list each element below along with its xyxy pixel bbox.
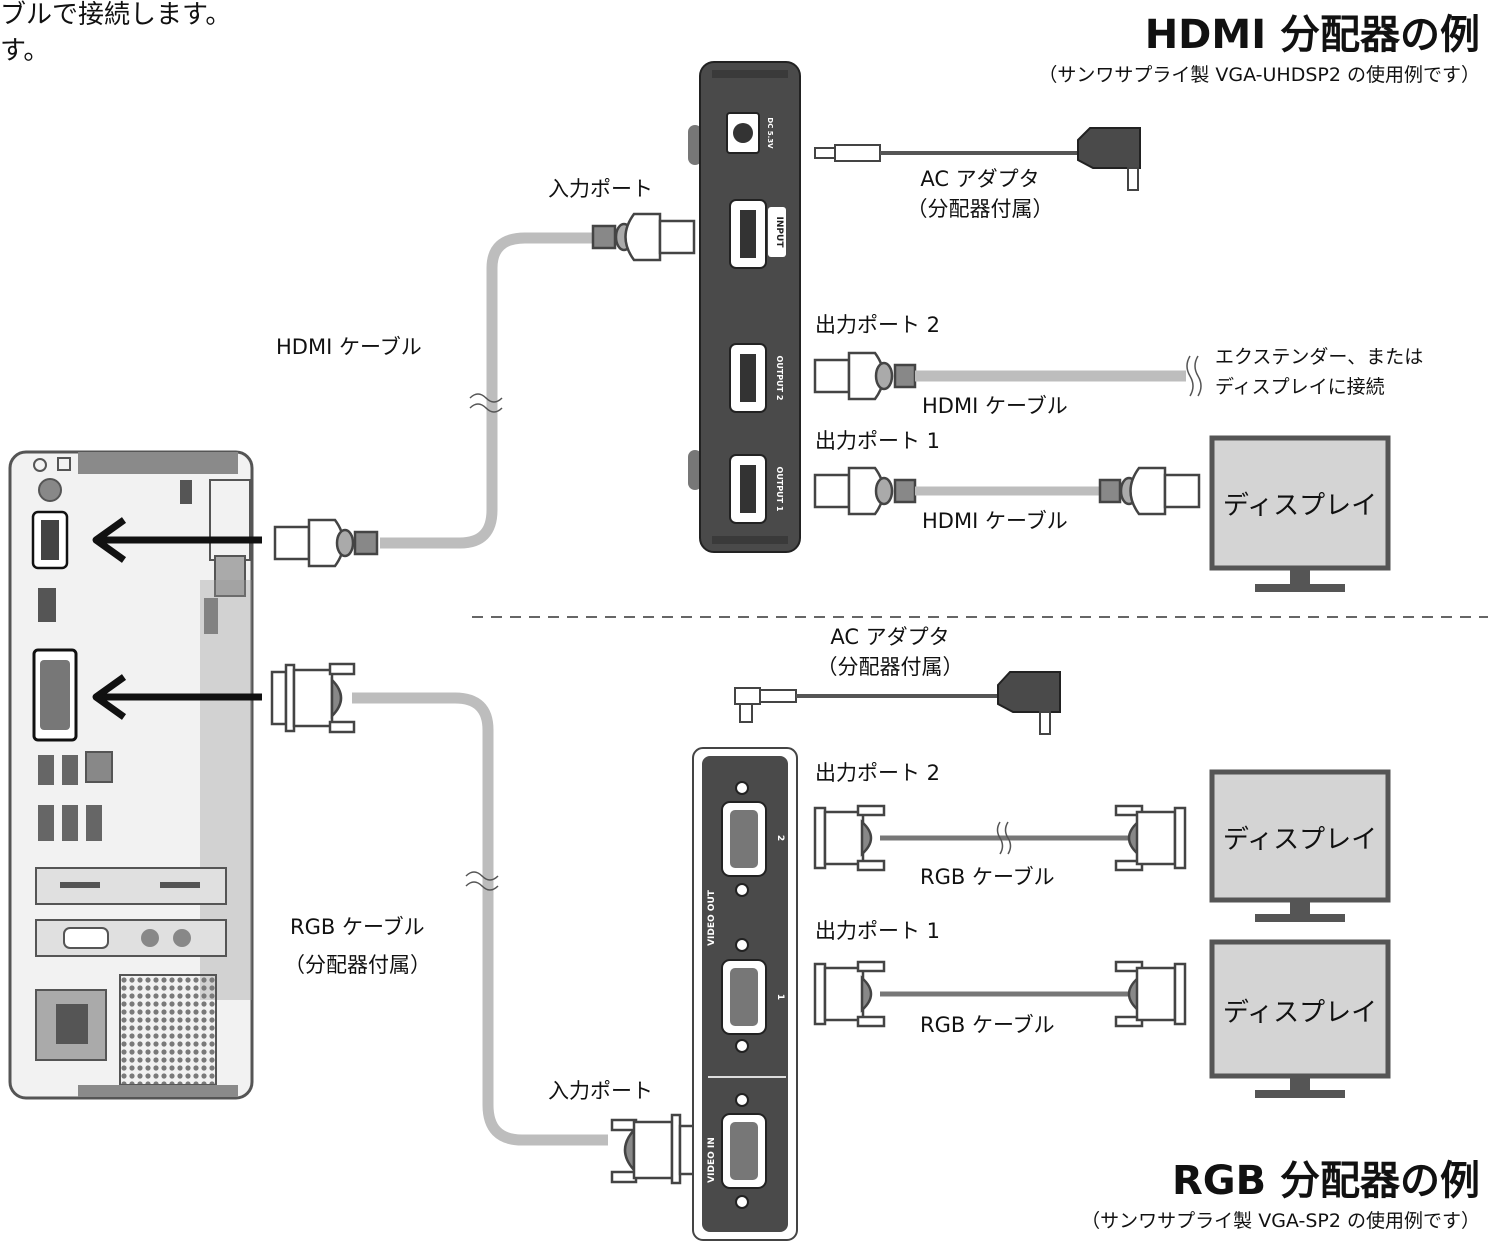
hdmi-cable-main: [380, 232, 592, 549]
cut-off-text-line-1: ブルで接続します。: [0, 0, 232, 30]
vga-plug-input: [610, 1113, 696, 1185]
output2-port-label: OUTPUT 2: [775, 356, 784, 401]
vga-plug-pc: [270, 662, 356, 734]
rgb-cable-note: （分配器付属）: [284, 953, 431, 977]
rgb-input-port-label: 入力ポート: [548, 1079, 653, 1103]
hdmi-cable-out2-label: HDMI ケーブル: [922, 394, 1068, 418]
extender-note-line-2: ディスプレイに接続: [1215, 376, 1385, 398]
rgb-port1-label: 1: [775, 994, 785, 1000]
hdmi-display-monitor: [1209, 435, 1391, 592]
hdmi-cable-label: HDMI ケーブル: [276, 335, 422, 359]
rgb-ac-adapter-note: （分配器付属）: [816, 655, 964, 679]
hdmi-title: HDMI 分配器の例: [1144, 12, 1480, 58]
cut-off-text-line-2: す。: [0, 36, 50, 66]
hdmi-cable-out1: [813, 466, 1201, 516]
hdmi-display-label: ディスプレイ: [1222, 491, 1378, 521]
video-out-label: VIDEO OUT: [707, 889, 717, 946]
rgb-display-monitor-2: [1209, 769, 1391, 922]
pc-tower: [8, 450, 254, 1100]
rgb-ac-adapter: [734, 671, 1061, 735]
rgb-cable-main: [352, 692, 608, 1146]
rgb-display-2-label: ディスプレイ: [1222, 825, 1378, 855]
video-in-label: VIDEO IN: [707, 1137, 717, 1183]
arrow-to-hdmi: [92, 517, 262, 563]
rgb-subtitle: （サンワサプライ製 VGA-SP2 の使用例です）: [1081, 1210, 1480, 1232]
dc-label: DC 5.3V: [766, 117, 774, 149]
arrow-to-vga: [92, 674, 262, 720]
hdmi-plug-pc: [273, 518, 379, 568]
rgb-output-port-2-label: 出力ポート 2: [815, 761, 941, 785]
rgb-splitter: 2 1 VIDEO OUT VIDEO IN: [692, 747, 798, 1241]
hdmi-ac-adapter-note: （分配器付属）: [906, 197, 1054, 221]
hdmi-output-port-2-label: 出力ポート 2: [815, 313, 941, 337]
rgb-cable-out1: [813, 960, 1187, 1028]
hdmi-plug-input: [591, 212, 696, 262]
rgb-cable-out1-label: RGB ケーブル: [920, 1013, 1055, 1037]
rgb-title: RGB 分配器の例: [1171, 1158, 1480, 1204]
hdmi-ac-adapter: [814, 127, 1141, 191]
hdmi-input-port-label: 入力ポート: [548, 177, 653, 201]
hdmi-cable-out2: [813, 351, 1202, 401]
rgb-cable-out2: [813, 804, 1187, 872]
hdmi-subtitle: （サンワサプライ製 VGA-UHDSP2 の使用例です）: [1038, 64, 1480, 86]
hdmi-splitter: DC 5.3V INPUT OUTPUT 2 OUTPUT 1: [688, 61, 801, 553]
rgb-ac-adapter-label: AC アダプタ: [830, 625, 950, 649]
hdmi-cable-out1-label: HDMI ケーブル: [922, 509, 1068, 533]
input-port-label: INPUT: [774, 217, 784, 249]
rgb-port2-label: 2: [775, 835, 785, 841]
rgb-cable-out2-label: RGB ケーブル: [920, 865, 1055, 889]
rgb-output-port-1-label: 出力ポート 1: [815, 919, 941, 943]
hdmi-ac-adapter-label: AC アダプタ: [920, 167, 1040, 191]
output1-port-label: OUTPUT 1: [775, 467, 784, 512]
hdmi-output-port-1-label: 出力ポート 1: [815, 429, 941, 453]
rgb-display-1-label: ディスプレイ: [1222, 998, 1378, 1028]
rgb-display-monitor-1: [1209, 939, 1391, 1098]
extender-note-line-1: エクステンダー、または: [1215, 346, 1424, 368]
rgb-cable-label: RGB ケーブル: [290, 915, 425, 939]
